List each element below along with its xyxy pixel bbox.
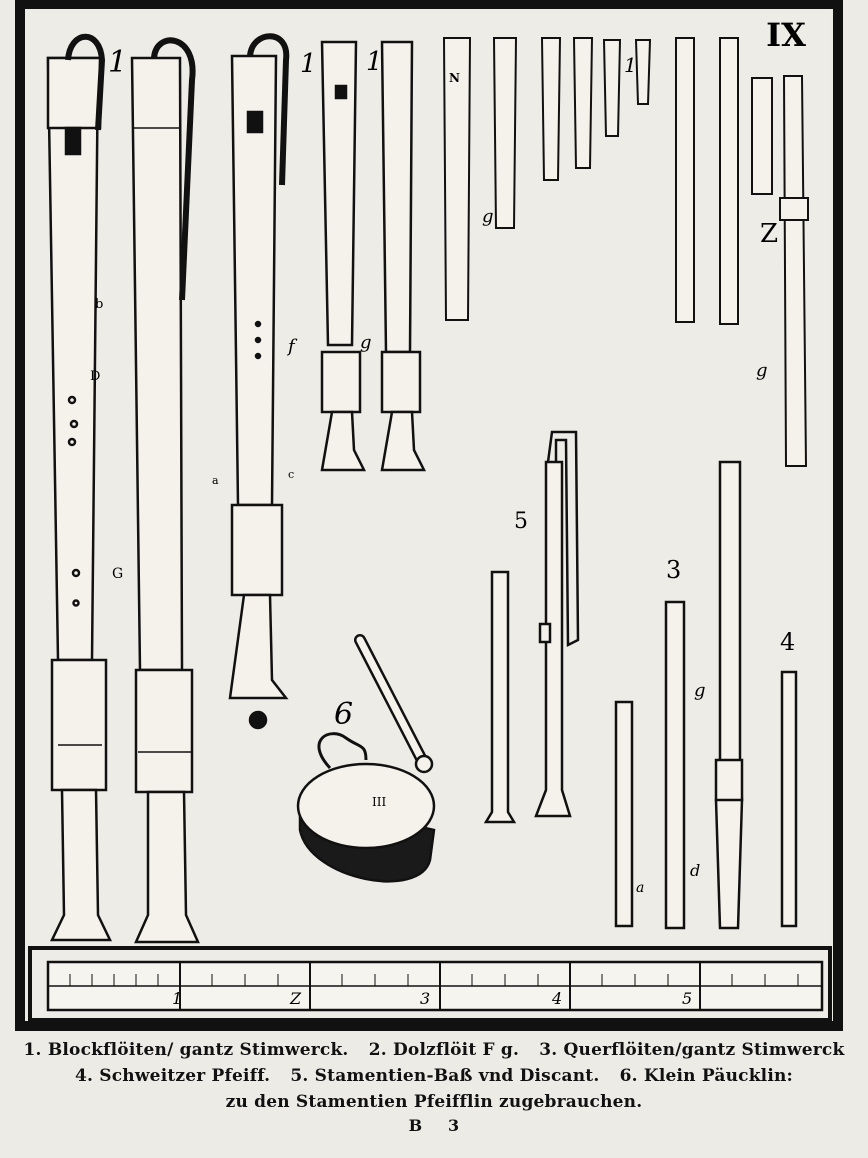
caption-num-1: 1. (23, 1040, 42, 1060)
stamentien-pipes (483, 430, 580, 824)
scale-number-1: 1 (172, 989, 182, 1008)
flutes-upper (675, 37, 809, 467)
figure-label-1a: 1 (108, 45, 127, 80)
figure-label-z: Z (760, 219, 778, 249)
mark-a: a (212, 474, 219, 487)
figure-label-1c: 1 (366, 47, 383, 77)
caption-text-6: Klein Päucklin: (643, 1066, 794, 1086)
figure-label-6: 6 (334, 697, 353, 732)
caption-text-3: Querflöiten/gantz Stimwerck (563, 1040, 845, 1060)
caption-num-2: 2. (368, 1040, 387, 1060)
scale-number-2: Z (289, 989, 302, 1008)
figure-label-1d: 1 (624, 53, 637, 77)
caption-text-1: Blockflöiten/ gantz Stimwerck. (47, 1040, 349, 1060)
transverse-flutes (614, 460, 744, 930)
measuring-scale (28, 946, 832, 1022)
schweizer-pfeiff (780, 670, 798, 928)
mark-g3: g (482, 206, 494, 227)
mark-c: c (288, 468, 294, 481)
scale-number-4: 4 (551, 989, 562, 1008)
signature-mark: B 3 (0, 1116, 868, 1135)
plate-frame (15, 0, 843, 1031)
mark-d2: d (690, 861, 700, 880)
caption-num-3: 3. (539, 1040, 558, 1060)
drum-mark: III (372, 795, 386, 809)
caption-num-6: 6. (619, 1066, 638, 1086)
caption-line-1: 1. Blockflöiten/ gantz Stimwerck. 2. Dol… (0, 1040, 868, 1060)
mark-g4: g (756, 360, 768, 381)
mark-b: b (95, 297, 103, 312)
figure-label-1b: 1 (300, 49, 317, 79)
caption-text-2: Dolzflöit F g. (392, 1040, 520, 1060)
figure-label-3: 3 (666, 556, 681, 584)
caption-line-2: 4. Schweitzer Pfeiff. 5. Stamentien-Baß … (0, 1066, 868, 1086)
mark-g: G (112, 566, 123, 582)
scale-number-5: 5 (682, 989, 692, 1008)
small-drum (296, 634, 436, 883)
small-recorders (442, 37, 652, 321)
woodcut-plate: IX D b G 1 a c 1 (15, 0, 843, 1031)
mark-n: N (449, 71, 460, 85)
mark-a2: a (636, 880, 644, 896)
caption-num-5: 5. (290, 1066, 309, 1086)
caption-num-4: 4. (74, 1066, 94, 1086)
mark-g5: g (694, 680, 706, 701)
mark-d: D (90, 369, 100, 384)
plate-number: IX (766, 16, 806, 54)
caption-line-3: zu den Stamentien Pfeifflin zugebrauchen… (225, 1092, 643, 1112)
mark-g2: g (360, 332, 372, 353)
scale-number-3: 3 (420, 989, 430, 1008)
signature-number: 3 (447, 1116, 460, 1135)
caption-text-5: Stamentien-Baß vnd Discant. (314, 1066, 600, 1086)
caption-text-4: Schweitzer Pfeiff. (99, 1066, 271, 1086)
tenor-recorder (228, 33, 290, 730)
figure-label-4: 4 (780, 628, 795, 656)
figure-label-5: 5 (514, 509, 528, 534)
signature-letter: B (408, 1116, 423, 1135)
bass-recorder-1 (46, 33, 112, 942)
alto-recorders (320, 40, 427, 472)
bass-recorder-2 (130, 37, 200, 944)
